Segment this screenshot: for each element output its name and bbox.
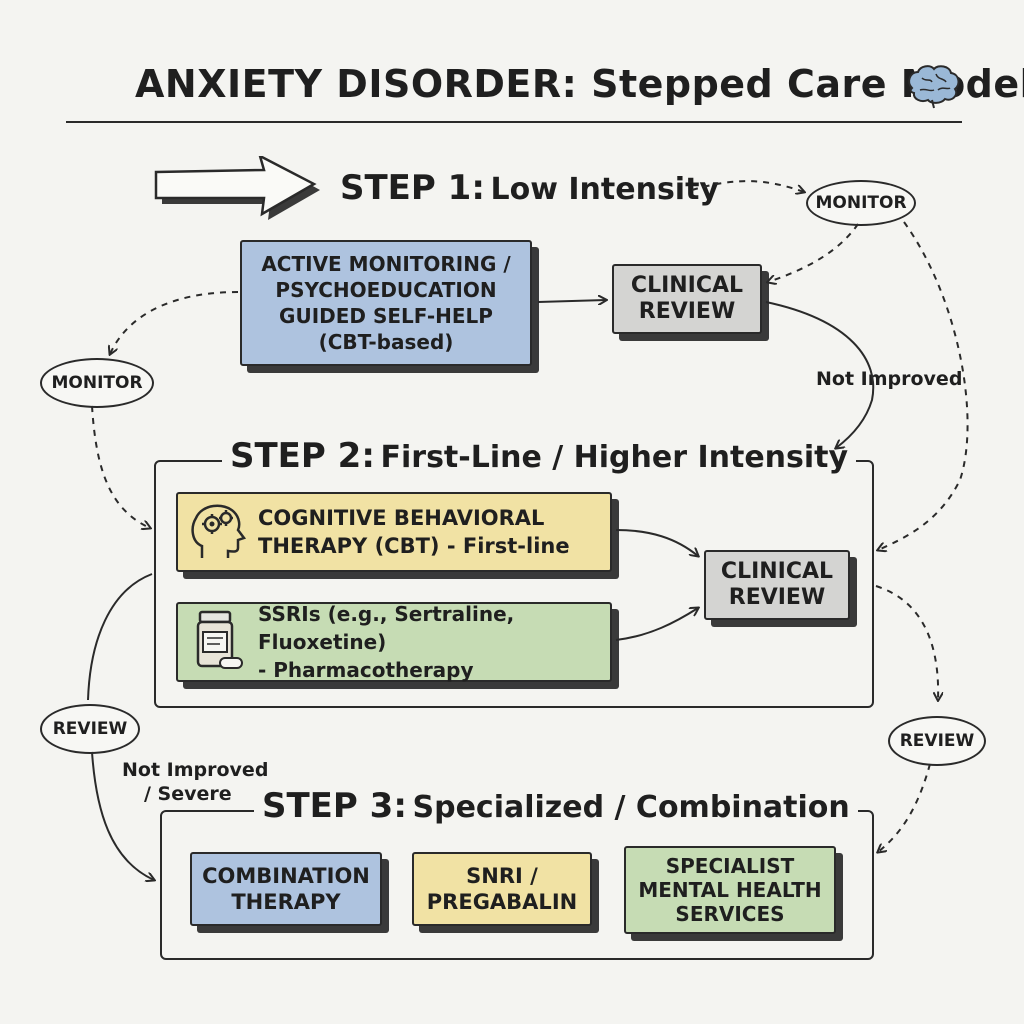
brain-icon: [904, 62, 962, 114]
step3-heading: STEP 3: Specialized / Combination: [254, 786, 858, 826]
review-line: REVIEW: [638, 299, 736, 324]
step3-number: STEP 3:: [262, 786, 407, 826]
box-line: ACTIVE MONITORING /: [261, 252, 511, 276]
step3-subtitle: Specialized / Combination: [412, 790, 850, 825]
arrow-step2-to-review-left: [87, 573, 153, 701]
title-divider: [66, 121, 962, 123]
review-line: CLINICAL: [720, 559, 834, 584]
combination-therapy-box: COMBINATION THERAPY: [190, 852, 382, 926]
label-line: / Severe: [144, 783, 232, 805]
monitor-oval-top: MONITOR: [806, 180, 916, 226]
arrow-review-to-step2: [765, 301, 875, 448]
review-line: CLINICAL: [630, 273, 744, 298]
head-gears-icon: [188, 498, 248, 566]
snri-pregabalin-box: SNRI / PREGABALIN: [412, 852, 592, 926]
ssri-line: SSRIs (e.g., Sertraline, Fluoxetine): [258, 602, 515, 654]
arrow-review-right-to-step3: [878, 763, 931, 852]
arrow-monitor-left-to-step2: [91, 405, 150, 528]
step1-heading: STEP 1: Low Intensity: [332, 168, 727, 208]
review-line: REVIEW: [728, 585, 826, 610]
arrow-step1-to-monitor: [691, 180, 804, 192]
box-line: SERVICES: [675, 902, 785, 926]
review-oval-right: REVIEW: [888, 716, 986, 766]
box-line: SPECIALIST: [665, 854, 795, 878]
arrow-review-left-to-step3: [91, 751, 154, 880]
step2-subtitle: First-Line / Higher Intensity: [380, 440, 849, 475]
box-line: GUIDED SELF-HELP: [279, 304, 493, 328]
arrow-review-to-review-right: [875, 585, 938, 700]
active-monitoring-box: ACTIVE MONITORING / PSYCHOEDUCATION GUID…: [240, 240, 532, 366]
ssri-box: SSRIs (e.g., Sertraline, Fluoxetine) - P…: [176, 602, 612, 682]
cbt-box: COGNITIVE BEHAVIORAL THERAPY (CBT) - Fir…: [176, 492, 612, 572]
not-improved-severe-label: Not Improved / Severe: [122, 758, 268, 806]
arrow-box-to-review: [537, 300, 606, 302]
box-line: (CBT-based): [318, 330, 454, 354]
arrow-box-to-monitor-left: [110, 291, 239, 354]
arrow-monitor-to-step2-review: [878, 221, 969, 550]
review-oval-left: REVIEW: [40, 704, 140, 754]
clinical-review-step2: CLINICAL REVIEW: [704, 550, 850, 620]
box-line: PSYCHOEDUCATION: [275, 278, 497, 302]
box-line: PREGABALIN: [426, 890, 578, 914]
arrow-monitor-to-review: [768, 223, 859, 282]
step1-number: STEP 1:: [340, 168, 485, 208]
step1-subtitle: Low Intensity: [490, 172, 720, 207]
step2-heading: STEP 2: First-Line / Higher Intensity: [222, 436, 857, 476]
step2-number: STEP 2:: [230, 436, 375, 476]
clinical-review-step1: CLINICAL REVIEW: [612, 264, 762, 334]
specialist-services-box: SPECIALIST MENTAL HEALTH SERVICES: [624, 846, 836, 934]
not-improved-label: Not Improved: [816, 368, 963, 390]
box-line: MENTAL HEALTH: [638, 878, 822, 902]
label-line: Not Improved: [122, 759, 269, 781]
ssri-line: - Pharmacotherapy: [258, 658, 474, 682]
right-arrow-icon: [152, 153, 328, 230]
box-line: SNRI /: [466, 864, 538, 888]
arrow-cbt-to-review: [615, 529, 698, 556]
pill-bottle-icon: [190, 608, 246, 676]
monitor-oval-left: MONITOR: [40, 358, 154, 408]
cbt-line: COGNITIVE BEHAVIORAL: [258, 506, 545, 530]
arrow-ssri-to-review: [615, 608, 698, 641]
box-line: COMBINATION: [202, 864, 370, 888]
cbt-line: THERAPY (CBT) - First-line: [258, 534, 570, 558]
box-line: THERAPY: [231, 890, 341, 914]
page-title: ANXIETY DISORDER: Stepped Care Model: [135, 62, 1024, 106]
